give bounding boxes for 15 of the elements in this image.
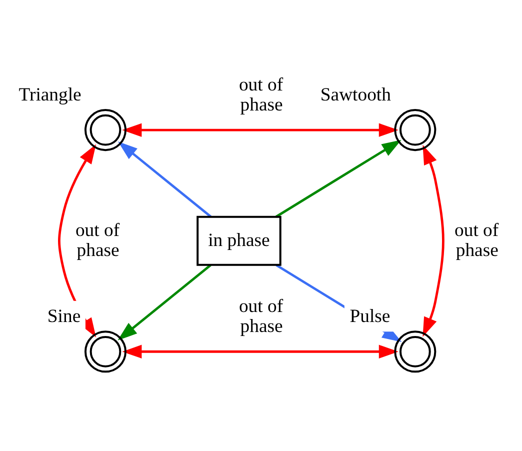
- arrow: [122, 344, 398, 358]
- arrow: [422, 144, 444, 337]
- edge-label: out of phase: [238, 74, 284, 116]
- node-circle: [84, 109, 127, 152]
- arrow: [122, 123, 398, 137]
- arrow: [118, 142, 212, 218]
- node-label: Triangle: [18, 84, 82, 106]
- node-box: in phase: [196, 216, 282, 266]
- arrow: [118, 264, 212, 340]
- edge-label: out of phase: [238, 296, 284, 337]
- node-label: Sawtooth: [320, 84, 391, 106]
- edge-label: out of phase: [454, 220, 499, 261]
- edge-label: out of phase: [75, 220, 120, 261]
- node-circle: [394, 109, 436, 152]
- arrow: [275, 140, 402, 218]
